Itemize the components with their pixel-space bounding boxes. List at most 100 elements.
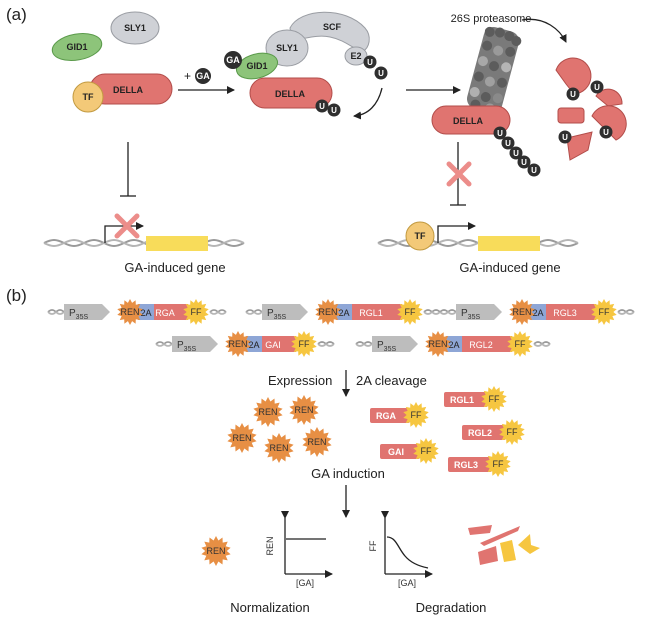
plot1-ylabel: REN (265, 536, 275, 555)
svg-text:GAI: GAI (388, 447, 404, 457)
plot1-xlabel: [GA] (296, 578, 314, 588)
svg-text:FF: FF (489, 394, 500, 404)
svg-text:FF: FF (599, 307, 610, 317)
inhibition-x-icon (446, 161, 472, 187)
expression-label: Expression (268, 373, 332, 388)
svg-text:2A: 2A (448, 340, 459, 350)
svg-text:TF: TF (415, 231, 426, 241)
svg-text:+: + (184, 69, 191, 83)
ff-marker: FF (499, 419, 525, 445)
ff-marker: FF (397, 299, 423, 325)
svg-text:P35S: P35S (377, 340, 396, 353)
della-ff-gai: GAI FF (380, 438, 439, 464)
svg-text:FF: FF (493, 459, 504, 469)
svg-text:GA: GA (226, 55, 240, 65)
panel-a-label: (a) (6, 5, 27, 24)
ren-marker: REN (315, 299, 341, 325)
ubiquitin-icon (327, 103, 341, 117)
svg-text:E2: E2 (350, 51, 361, 61)
svg-text:FF: FF (421, 446, 432, 456)
svg-text:FF: FF (299, 339, 310, 349)
svg-text:DELLA: DELLA (453, 116, 483, 126)
della-ff-rgl1: RGL1 FF (444, 386, 507, 412)
ubiquitin-icon (599, 125, 613, 139)
dna-strand (43, 239, 245, 247)
svg-text:REN: REN (120, 307, 139, 317)
ubiquitin-icon (590, 80, 604, 94)
svg-text:GID1: GID1 (66, 42, 87, 52)
ga-induction-label: GA induction (311, 466, 385, 481)
normalization-plot: REN [GA] (265, 511, 333, 588)
construct-rgl2: P35S 2A RGL2 REN FF (355, 331, 551, 357)
ff-marker: FF (591, 299, 617, 325)
degradation-plot: FF [GA] (368, 511, 433, 588)
svg-text:RGL3: RGL3 (553, 308, 577, 318)
svg-text:TF: TF (83, 92, 94, 102)
plot2-ylabel: FF (368, 540, 378, 551)
ren-marker: REN (425, 331, 451, 357)
ubiquitin-icon (315, 99, 329, 113)
ff-marker: FF (413, 438, 439, 464)
svg-text:RGA: RGA (376, 411, 397, 421)
svg-text:REN: REN (512, 307, 531, 317)
svg-text:RGL3: RGL3 (454, 460, 478, 470)
svg-text:REN: REN (232, 433, 251, 443)
ren-protein: REN (264, 433, 294, 463)
sly1-protein: SLY1 (110, 11, 160, 45)
svg-text:2A: 2A (532, 308, 543, 318)
ff-marker: FF (507, 331, 533, 357)
tf-protein-on-dna: TF (405, 221, 435, 251)
svg-text:FF: FF (411, 410, 422, 420)
svg-text:REN: REN (307, 437, 326, 447)
gene-box (146, 236, 208, 251)
ren-marker: REN (117, 299, 143, 325)
ubiquitin-icon (566, 87, 580, 101)
svg-text:2A: 2A (338, 308, 349, 318)
ff-marker: FF (485, 451, 511, 477)
svg-text:P35S: P35S (461, 308, 480, 321)
ubiquitin-icon (558, 130, 572, 144)
ff-marker: FF (183, 299, 209, 325)
svg-text:RGL1: RGL1 (450, 395, 474, 405)
svg-text:REN: REN (269, 443, 288, 453)
svg-text:RGL2: RGL2 (469, 340, 493, 350)
proteasome-label: 26S proteasome (451, 13, 532, 25)
ren-result-icon: REN (201, 536, 231, 566)
degraded-fragments-icon (468, 525, 540, 565)
gid1-protein-bound: GID1 (235, 52, 279, 80)
svg-text:SCF: SCF (323, 22, 342, 32)
svg-text:REN: REN (294, 405, 313, 415)
della-ff-rga: RGA FF (370, 402, 429, 428)
svg-text:SLY1: SLY1 (124, 23, 146, 33)
ubiquitin-icon (363, 55, 377, 69)
svg-text:REN: REN (428, 339, 447, 349)
svg-text:FF: FF (507, 427, 518, 437)
degradation-label: Degradation (416, 600, 487, 615)
ga-molecule: GA (224, 51, 242, 69)
svg-text:DELLA: DELLA (275, 89, 305, 99)
svg-text:P35S: P35S (69, 308, 88, 321)
gene-label-left: GA-induced gene (124, 260, 225, 275)
ubiquitination-arrow (353, 87, 383, 120)
gene-label-right: GA-induced gene (459, 260, 560, 275)
ff-marker: FF (481, 386, 507, 412)
svg-text:FF: FF (191, 307, 202, 317)
svg-text:FF: FF (405, 307, 416, 317)
ren-protein: REN (227, 423, 257, 453)
proteasome-icon (466, 26, 522, 114)
svg-text:SLY1: SLY1 (276, 43, 298, 53)
della-protein-targeted: DELLA (431, 105, 511, 135)
gid1-protein: GID1 (51, 32, 103, 62)
ren-protein: REN (289, 395, 319, 425)
della-ff-rgl3: RGL3 FF (448, 451, 511, 477)
transcription-start-arrow (437, 222, 476, 243)
inhibition-x-icon (114, 213, 140, 239)
svg-text:FF: FF (515, 339, 526, 349)
ubiquitin-icon (374, 66, 388, 80)
